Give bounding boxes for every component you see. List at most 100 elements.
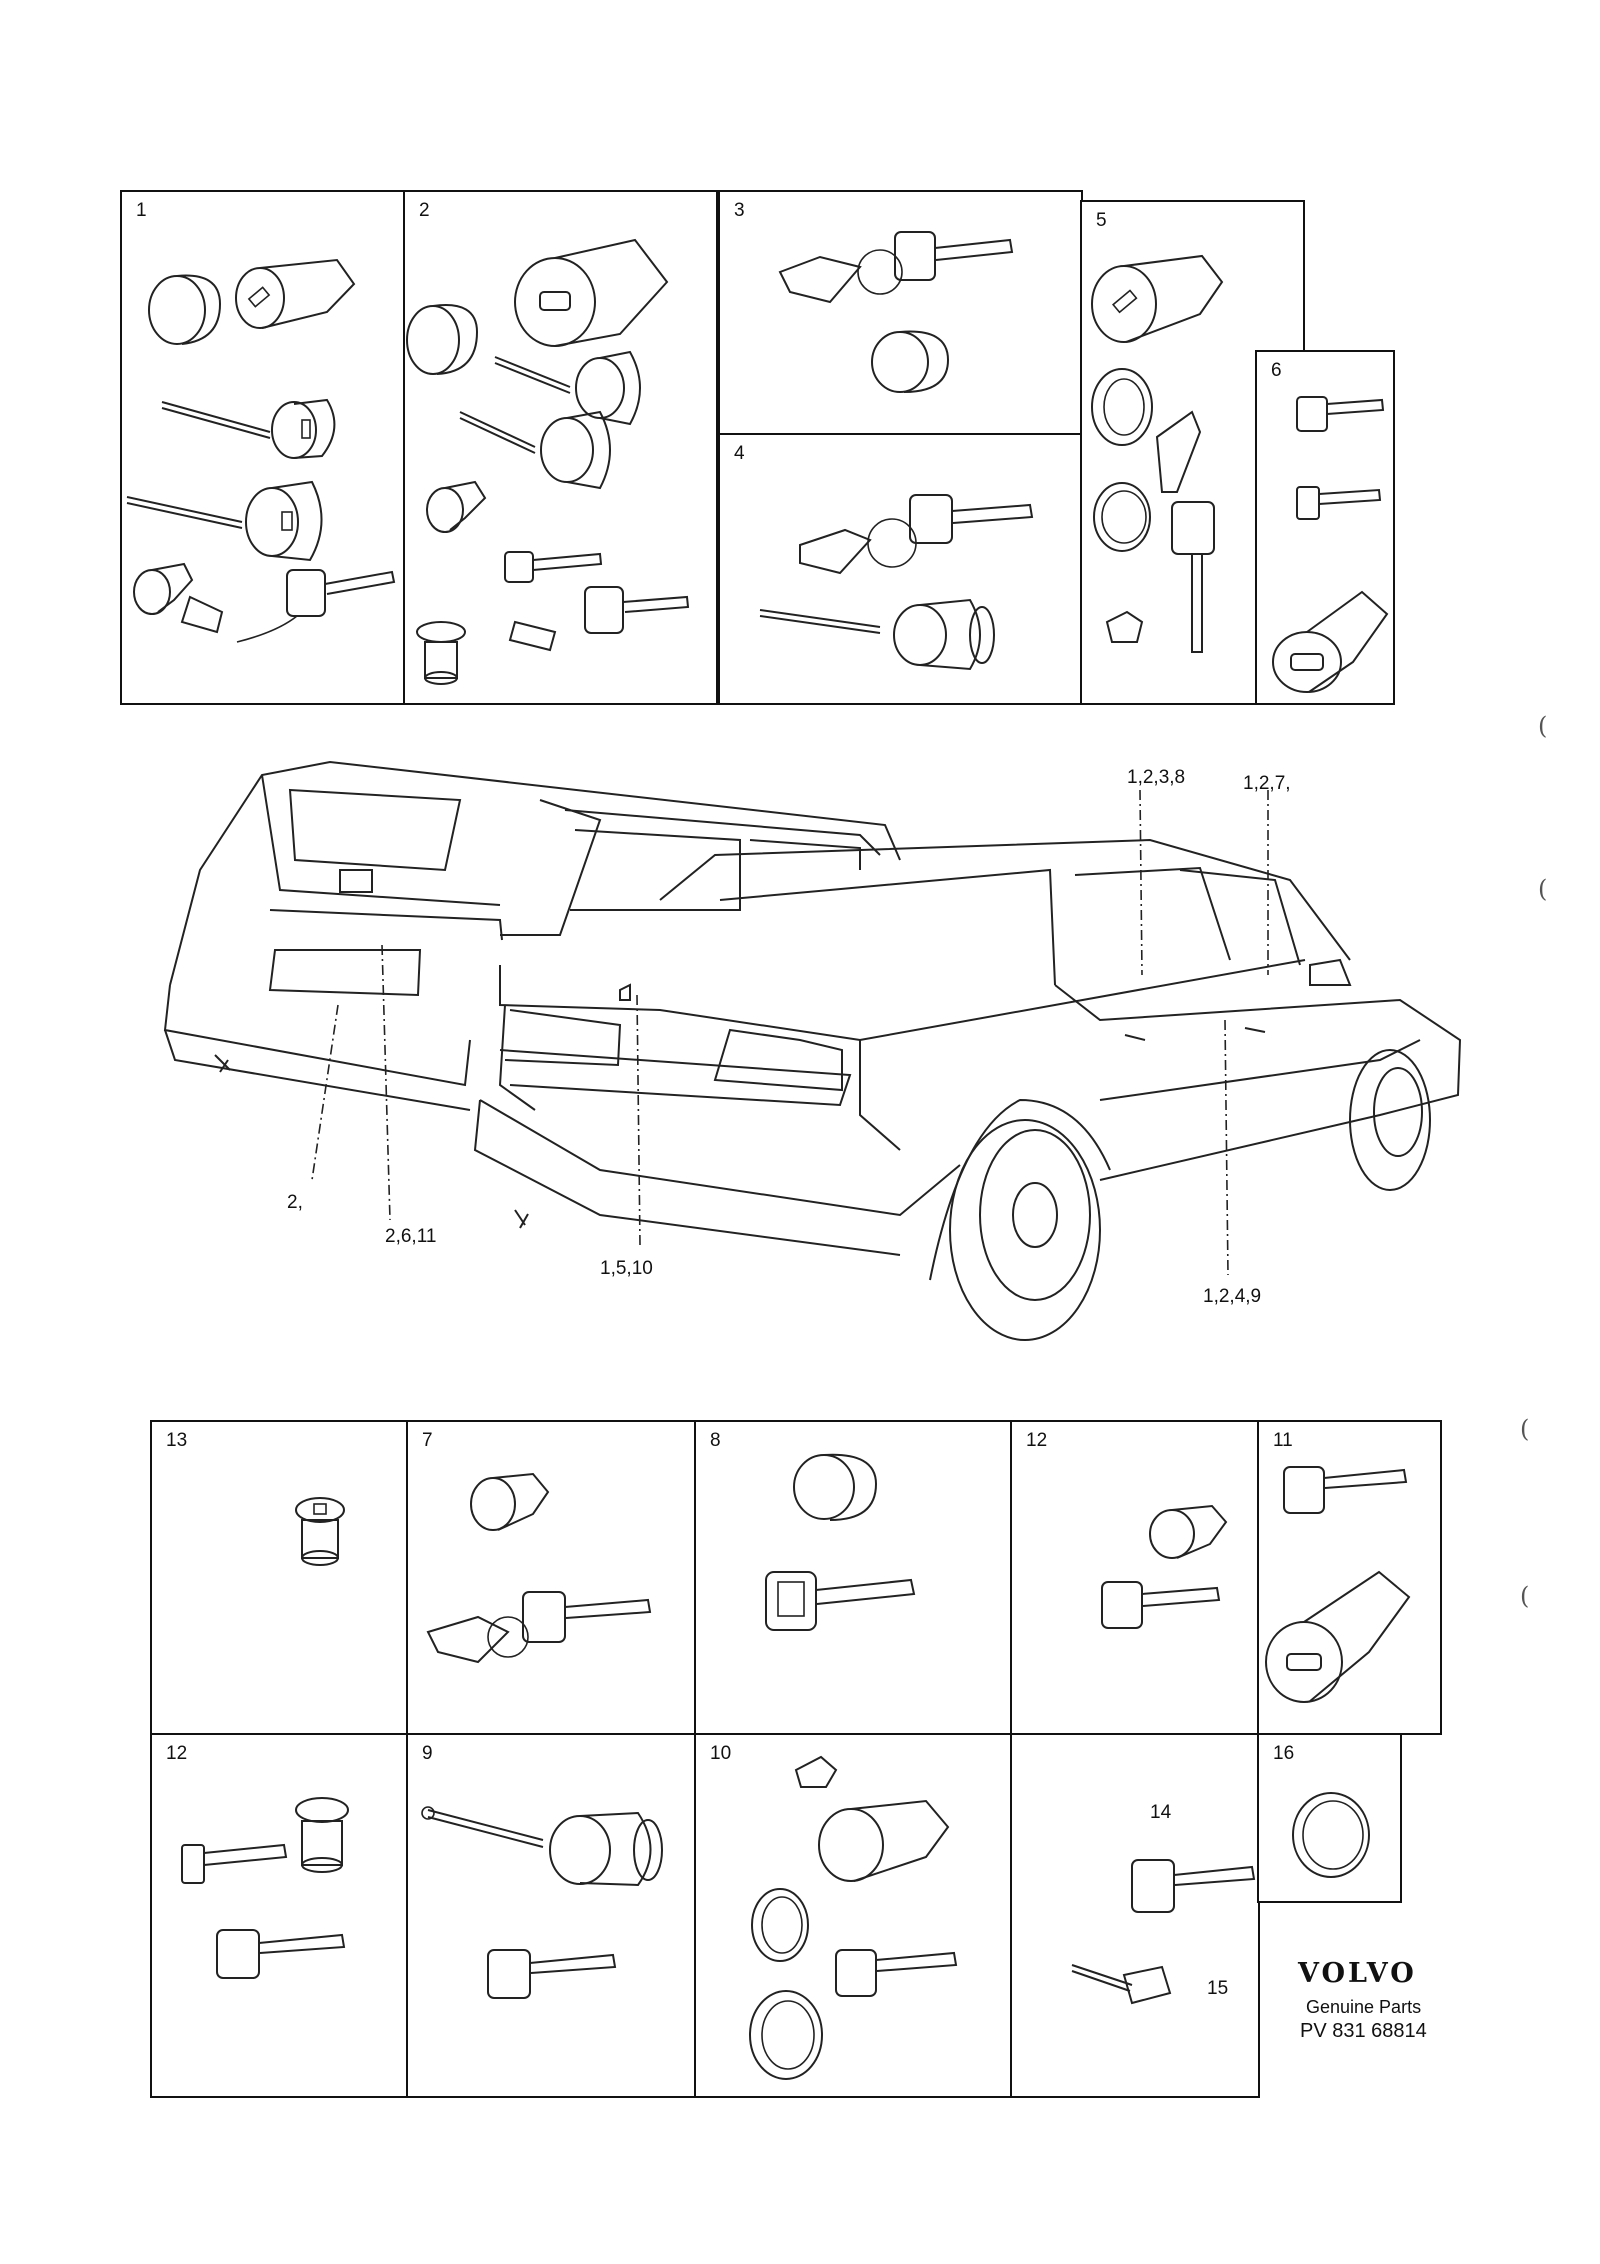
key-fob-icon (799, 494, 1034, 575)
sealing-ring-icon (1292, 1792, 1370, 1878)
lock-plunger-icon (494, 350, 641, 426)
panel-keys-parts-drawing (1071, 1859, 1256, 2005)
door-lock-cylinder-icon (235, 258, 356, 329)
panel-6-parts-drawing (1272, 396, 1389, 693)
lock-cap-icon (406, 304, 479, 375)
panel-number: 3 (734, 200, 745, 221)
lock-plunger-icon (759, 598, 995, 671)
panel-number: 2 (419, 200, 430, 221)
lock-cap-icon (793, 1453, 878, 1521)
lock-plunger-icon (161, 398, 336, 459)
tailgate-lock-icon (295, 1797, 349, 1873)
panel-12a-parts-drawing (1101, 1504, 1228, 1629)
panel-number: 7 (422, 1430, 433, 1451)
parts-panel-4: 4 (718, 433, 1083, 705)
panel-8-parts-drawing (765, 1453, 916, 1631)
part-callout-15: 15 (1207, 1978, 1229, 1999)
key-icon (487, 1949, 617, 1999)
parts-panel-13: 13 (150, 1420, 408, 1735)
parts-panel-12b: 12 (150, 1733, 408, 2098)
panel-13-parts-drawing (295, 1497, 345, 1566)
lock-cap-icon (426, 480, 487, 533)
panel-16-parts-drawing (1292, 1792, 1370, 1878)
key-fob-icon (508, 586, 690, 652)
panel-2-parts-drawing (406, 238, 690, 685)
ignition-switch-icon (1272, 590, 1389, 693)
car-callout-2: 2, (287, 1192, 303, 1213)
panel-number: 12 (1026, 1430, 1048, 1451)
panel-10-parts-drawing (749, 1755, 958, 2080)
key-icon (216, 1929, 346, 1979)
parts-panel-12a: 12 (1010, 1420, 1260, 1735)
key-icon (1131, 1859, 1256, 1913)
car-callout-1-5-10: 1,5,10 (600, 1258, 653, 1279)
sealing-ring-icon (1093, 482, 1151, 552)
parts-panel-10: 10 (694, 1733, 1012, 2098)
key-fob-icon (426, 1591, 652, 1664)
sealing-ring-icon (749, 1990, 823, 2080)
margin-mark: ( (1538, 875, 1548, 903)
margin-mark: ( (1520, 1415, 1530, 1443)
ignition-switch-icon (514, 238, 669, 347)
panel-7-parts-drawing (426, 1472, 652, 1664)
panel-9-parts-drawing (421, 1806, 663, 1999)
parts-panel-9: 9 (406, 1733, 696, 2098)
key-fob-icon (778, 231, 1014, 304)
key-icon (504, 551, 603, 583)
key-icon (1283, 1466, 1408, 1514)
lock-cap-icon (470, 1472, 550, 1531)
volvo-brand-logo: VOLVO (1298, 1958, 1417, 1989)
panel-number: 4 (734, 443, 745, 464)
key-icon (835, 1949, 958, 1997)
ignition-switch-icon (1265, 1570, 1411, 1703)
lock-plunger-icon (794, 1755, 838, 1788)
key-icon (1071, 1964, 1172, 2005)
key-icon (1296, 396, 1385, 432)
sealing-ring-icon (1091, 368, 1153, 446)
panel-number: 13 (166, 1430, 188, 1451)
lock-cap-icon (871, 330, 950, 393)
margin-mark: ( (1520, 1582, 1530, 1610)
lock-plunger-icon (126, 480, 323, 562)
key-icon (181, 1843, 288, 1884)
panel-3-parts-drawing (778, 231, 1014, 393)
parts-panel-16: 16 (1257, 1733, 1402, 1903)
key-icon (1296, 486, 1382, 520)
panel-number: 9 (422, 1743, 433, 1764)
sealing-ring-icon (751, 1888, 809, 1962)
part-number-label: PV 831 68814 (1300, 2020, 1427, 2042)
parts-panel-2: 2 (403, 190, 718, 705)
panel-4-parts-drawing (759, 494, 1034, 671)
panel-number: 11 (1273, 1430, 1293, 1451)
panel-1-parts-drawing (126, 258, 396, 643)
key-icon (1101, 1581, 1221, 1629)
panel-5-parts-drawing (1091, 254, 1224, 653)
parts-panel-11: 11 (1257, 1420, 1442, 1735)
panel-number: 6 (1271, 360, 1282, 381)
key-fob-icon (180, 569, 396, 643)
parts-panel-7: 7 (406, 1420, 696, 1735)
panel-number: 1 (136, 200, 147, 221)
door-lock-cylinder-icon (818, 1799, 950, 1882)
parts-panel-keys-14-15: 14 15 (1010, 1733, 1260, 2098)
panel-number: 16 (1273, 1743, 1295, 1764)
panel-number: 10 (710, 1743, 732, 1764)
panel-number: 12 (166, 1743, 188, 1764)
panel-number: 5 (1096, 210, 1107, 231)
tailgate-lock-icon (295, 1497, 345, 1566)
lock-cap-icon (148, 274, 222, 345)
genuine-parts-label: Genuine Parts (1306, 1997, 1422, 2017)
lock-plunger-icon (421, 1806, 663, 1887)
car-callout-1-2-4-9: 1,2,4,9 (1203, 1286, 1262, 1307)
key-fob-icon (1155, 410, 1215, 653)
car-callout-1-2-3-8: 1,2,3,8 (1127, 767, 1186, 788)
parts-panel-1: 1 (120, 190, 405, 705)
lock-cap-icon (133, 562, 194, 615)
margin-mark: ( (1538, 712, 1548, 740)
panel-11-parts-drawing (1265, 1466, 1411, 1703)
car-callout-1-2-7: 1,2,7, (1243, 773, 1291, 794)
lock-plunger-icon (1105, 610, 1144, 643)
door-lock-cylinder-icon (1091, 254, 1224, 343)
callout-leader-lines (311, 789, 1269, 1276)
tailgate-lock-icon (416, 621, 466, 685)
